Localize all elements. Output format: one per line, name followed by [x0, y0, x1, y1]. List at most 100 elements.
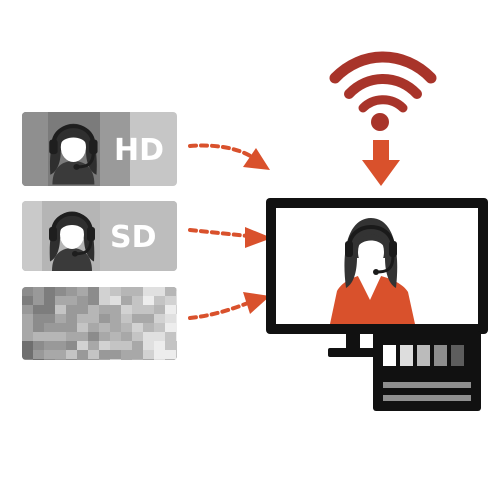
pixel-block: [165, 323, 177, 333]
down-arrow-icon: [362, 140, 400, 186]
pixel-block: [143, 341, 155, 351]
pixel-block: [154, 314, 166, 324]
pixel-block: [66, 287, 78, 297]
pixel-block: [33, 296, 45, 306]
pixel-block: [176, 296, 177, 306]
pixel-block: [22, 323, 34, 333]
pixel-block: [165, 314, 177, 324]
pixel-block: [55, 305, 67, 315]
pixel-block: [132, 296, 144, 306]
pixel-block: [44, 359, 56, 360]
pixel-block: [143, 305, 155, 315]
screen-agent: [330, 218, 415, 324]
pixel-block: [22, 287, 34, 297]
pixel-block: [99, 296, 111, 306]
pixel-block: [176, 350, 177, 360]
pixel-block: [77, 314, 89, 324]
pixel-block: [165, 305, 177, 315]
monitor-icon: [266, 198, 488, 357]
pixelated-source-tile: [22, 287, 177, 360]
pixel-block: [77, 350, 89, 360]
pixel-block: [143, 287, 155, 297]
pixel-block: [55, 359, 67, 360]
pixel-block: [121, 323, 133, 333]
pixel-block: [66, 350, 78, 360]
pixel-block: [22, 332, 34, 342]
pixel-block: [88, 323, 100, 333]
pixel-block: [99, 287, 111, 297]
sd-stream-arrow: [188, 227, 272, 248]
hd-source-tile: HD: [22, 112, 177, 186]
wifi-signal-icon: [329, 51, 437, 131]
pixel-block: [154, 350, 166, 360]
pixel-block: [33, 350, 45, 360]
pixel-block: [132, 350, 144, 360]
pixel-block: [22, 350, 34, 360]
pixel-block: [88, 305, 100, 315]
pixel-block: [33, 341, 45, 351]
pixel-block: [66, 305, 78, 315]
pixel-block: [110, 359, 122, 360]
pixel-block: [33, 332, 45, 342]
pixel-block: [132, 305, 144, 315]
pixel-block: [176, 287, 177, 297]
pixel-block: [143, 332, 155, 342]
pixel-block: [165, 287, 177, 297]
pixel-block: [99, 332, 111, 342]
pixel-block: [99, 359, 111, 360]
pixel-block: [77, 296, 89, 306]
pixel-block: [143, 314, 155, 324]
pixel-block: [77, 323, 89, 333]
sd-label: SD: [110, 220, 157, 255]
pixel-block: [154, 305, 166, 315]
pixel-block: [176, 359, 177, 360]
pixel-block: [110, 314, 122, 324]
pixel-block: [66, 341, 78, 351]
pixel-block: [143, 350, 155, 360]
pixel-block: [66, 314, 78, 324]
pixel-block: [44, 287, 56, 297]
pixel-block: [121, 332, 133, 342]
pixel-block: [132, 314, 144, 324]
low-quality-stream-arrow: [188, 292, 270, 320]
pixel-block: [121, 314, 133, 324]
pixel-block: [165, 341, 177, 351]
pixel-block: [55, 332, 67, 342]
pixel-block: [176, 314, 177, 324]
hd-stream-arrow: [188, 143, 270, 170]
pixel-block: [55, 287, 67, 297]
pixel-block: [176, 323, 177, 333]
pixel-block: [55, 296, 67, 306]
sd-source-tile: SD: [22, 201, 177, 271]
pixel-block: [132, 287, 144, 297]
pixel-block: [121, 341, 133, 351]
pixel-block: [110, 350, 122, 360]
pixel-block: [99, 341, 111, 351]
control-panel-icon: [373, 331, 481, 411]
pixel-block: [33, 323, 45, 333]
pixel-block: [88, 350, 100, 360]
pixel-block: [121, 296, 133, 306]
pixel-block: [132, 332, 144, 342]
pixel-block: [77, 287, 89, 297]
pixel-block: [77, 359, 89, 360]
pixel-block: [176, 305, 177, 315]
pixel-block: [22, 305, 34, 315]
pixel-block: [165, 296, 177, 306]
pixel-block: [22, 359, 34, 360]
pixel-block: [66, 359, 78, 360]
pixel-block: [143, 296, 155, 306]
pixel-block: [55, 323, 67, 333]
pixel-block: [154, 287, 166, 297]
pixel-block: [22, 296, 34, 306]
pixel-block: [165, 359, 177, 360]
pixel-block: [132, 323, 144, 333]
pixel-block: [77, 332, 89, 342]
pixel-block: [165, 350, 177, 360]
pixel-block: [154, 341, 166, 351]
pixel-block: [55, 341, 67, 351]
pixel-block: [55, 350, 67, 360]
pixel-block: [44, 305, 56, 315]
pixel-block: [44, 332, 56, 342]
